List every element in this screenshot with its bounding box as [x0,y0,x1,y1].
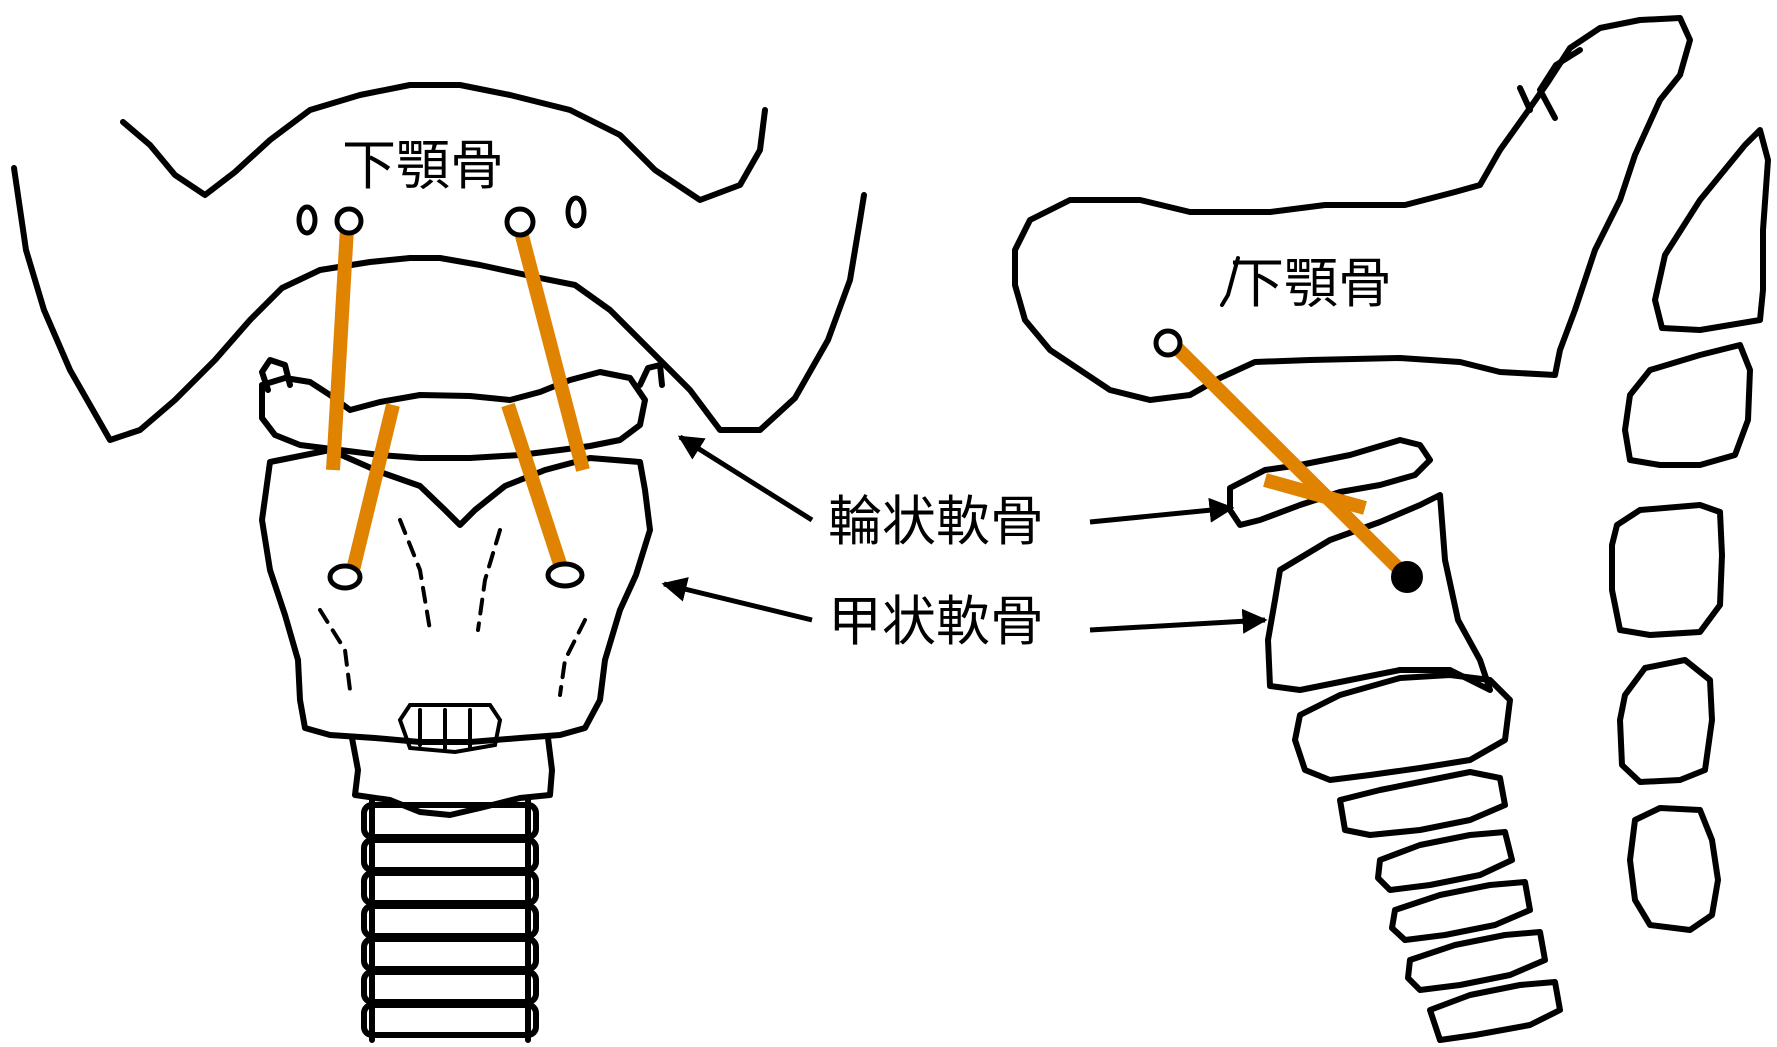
front-pin-thyroid-right [548,564,582,586]
trachea-ring [364,939,536,969]
side-muscle-long [1177,348,1405,575]
trachea-ring [364,873,536,903]
side-trachea-ring [1378,832,1512,890]
front-trachea [364,800,536,1040]
side-vertebra-5 [1630,808,1718,930]
front-thyroid-dash-lower-left [320,610,350,690]
cricoid-label: 輪状軟骨 [828,490,1044,553]
front-thyroid-cartilage [262,450,650,742]
trachea-ring [364,972,536,1002]
trachea-ring [364,840,536,870]
side-trachea-ring [1340,772,1505,835]
front-muscle-right-long [520,228,583,470]
front-mental-foramen-right [568,198,584,226]
side-vertebra-4 [1620,660,1712,782]
side-pin-thyroid [1393,563,1421,591]
side-trachea-ring [1430,982,1560,1040]
trachea-ring [364,1005,536,1035]
side-cricoid-cartilage [1295,675,1510,780]
side-vertebra-1 [1655,130,1768,330]
side-mandible-outline [1015,18,1690,400]
cricoid-arrow-front [680,437,812,520]
trachea-ring [364,906,536,936]
side-pin-mandible [1156,331,1180,355]
side-trachea-ring [1408,932,1545,990]
thyroid-arrow-side [1090,620,1265,630]
side-vertebra-2 [1625,345,1750,465]
front-thyroid-dash-lower-right [560,620,585,695]
front-mental-foramen-left [299,207,315,233]
front-muscle-left-long [333,228,347,470]
front-muscle-left-short [353,405,393,570]
side-mandible-label: 下顎骨 [1230,252,1392,315]
cricoid-arrow-side [1090,508,1232,522]
front-muscle-right-short [508,405,562,570]
side-thyroid-cartilage [1268,495,1490,690]
front-pin-mandible-left [337,209,361,233]
front-pin-mandible-right [507,209,533,235]
thyroid-label: 甲状軟骨 [828,590,1044,653]
callouts: 輪状軟骨 甲状軟骨 [664,437,1265,653]
side-vertebra-3 [1612,505,1722,635]
front-thyroid-dash-left [400,520,430,630]
front-thyroid-dash-right [478,530,500,630]
front-mandible-outline [14,168,864,440]
front-hyoid [262,372,645,458]
side-trachea-ring [1392,882,1530,940]
front-mandible-label: 下顎骨 [342,134,504,197]
front-pin-thyroid-left [330,566,360,588]
front-view: 下顎骨 [14,85,864,1040]
trachea-ring [364,805,536,837]
side-view: 下顎骨 [1015,18,1768,1040]
thyroid-arrow-front [664,584,812,620]
